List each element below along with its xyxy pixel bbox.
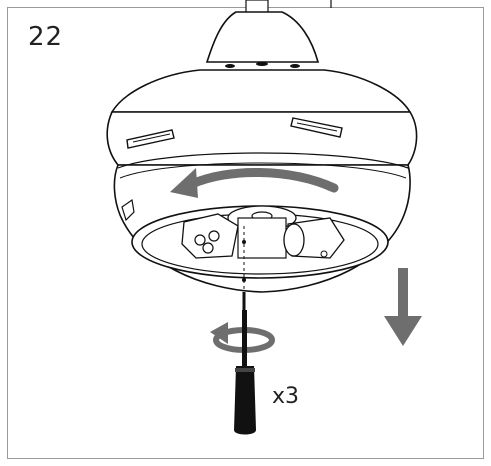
down-arrow	[384, 268, 422, 346]
screwdriver	[234, 310, 256, 435]
rotate-counterclockwise-arrow	[170, 167, 339, 198]
step-number: 22	[28, 22, 64, 52]
fan-body	[106, 111, 418, 293]
screw-count-label: x3	[272, 384, 300, 409]
rotation-arrow	[210, 322, 275, 353]
motor-cover	[110, 11, 412, 113]
